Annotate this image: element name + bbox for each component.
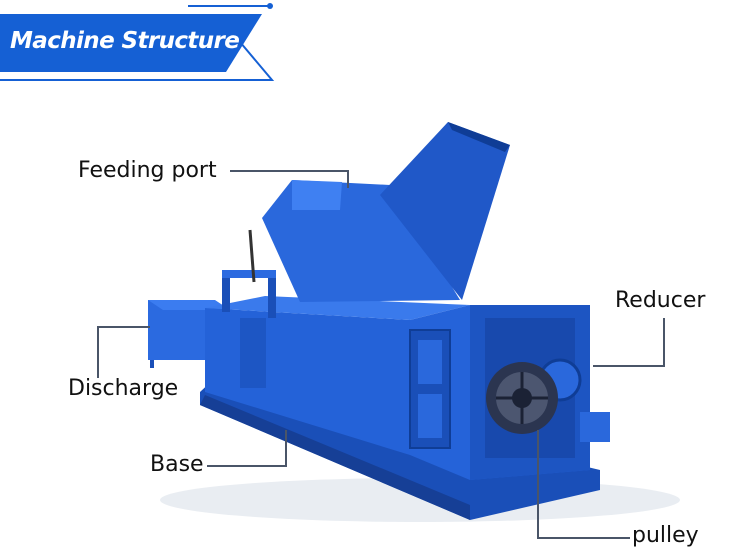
hopper-lid	[292, 180, 342, 210]
label-base: Base	[150, 454, 204, 476]
reducer-window-bottom	[418, 394, 442, 438]
label-discharge: Discharge	[68, 378, 178, 400]
frame-crossbar	[222, 270, 276, 278]
label-reducer: Reducer	[615, 290, 705, 312]
label-pulley: pulley	[632, 525, 699, 547]
press-rib-1	[240, 318, 266, 388]
reducer-window-top	[418, 340, 442, 384]
frame-post-right	[268, 278, 276, 318]
reducer-mount	[580, 412, 610, 442]
label-feeding-port: Feeding port	[78, 160, 217, 182]
